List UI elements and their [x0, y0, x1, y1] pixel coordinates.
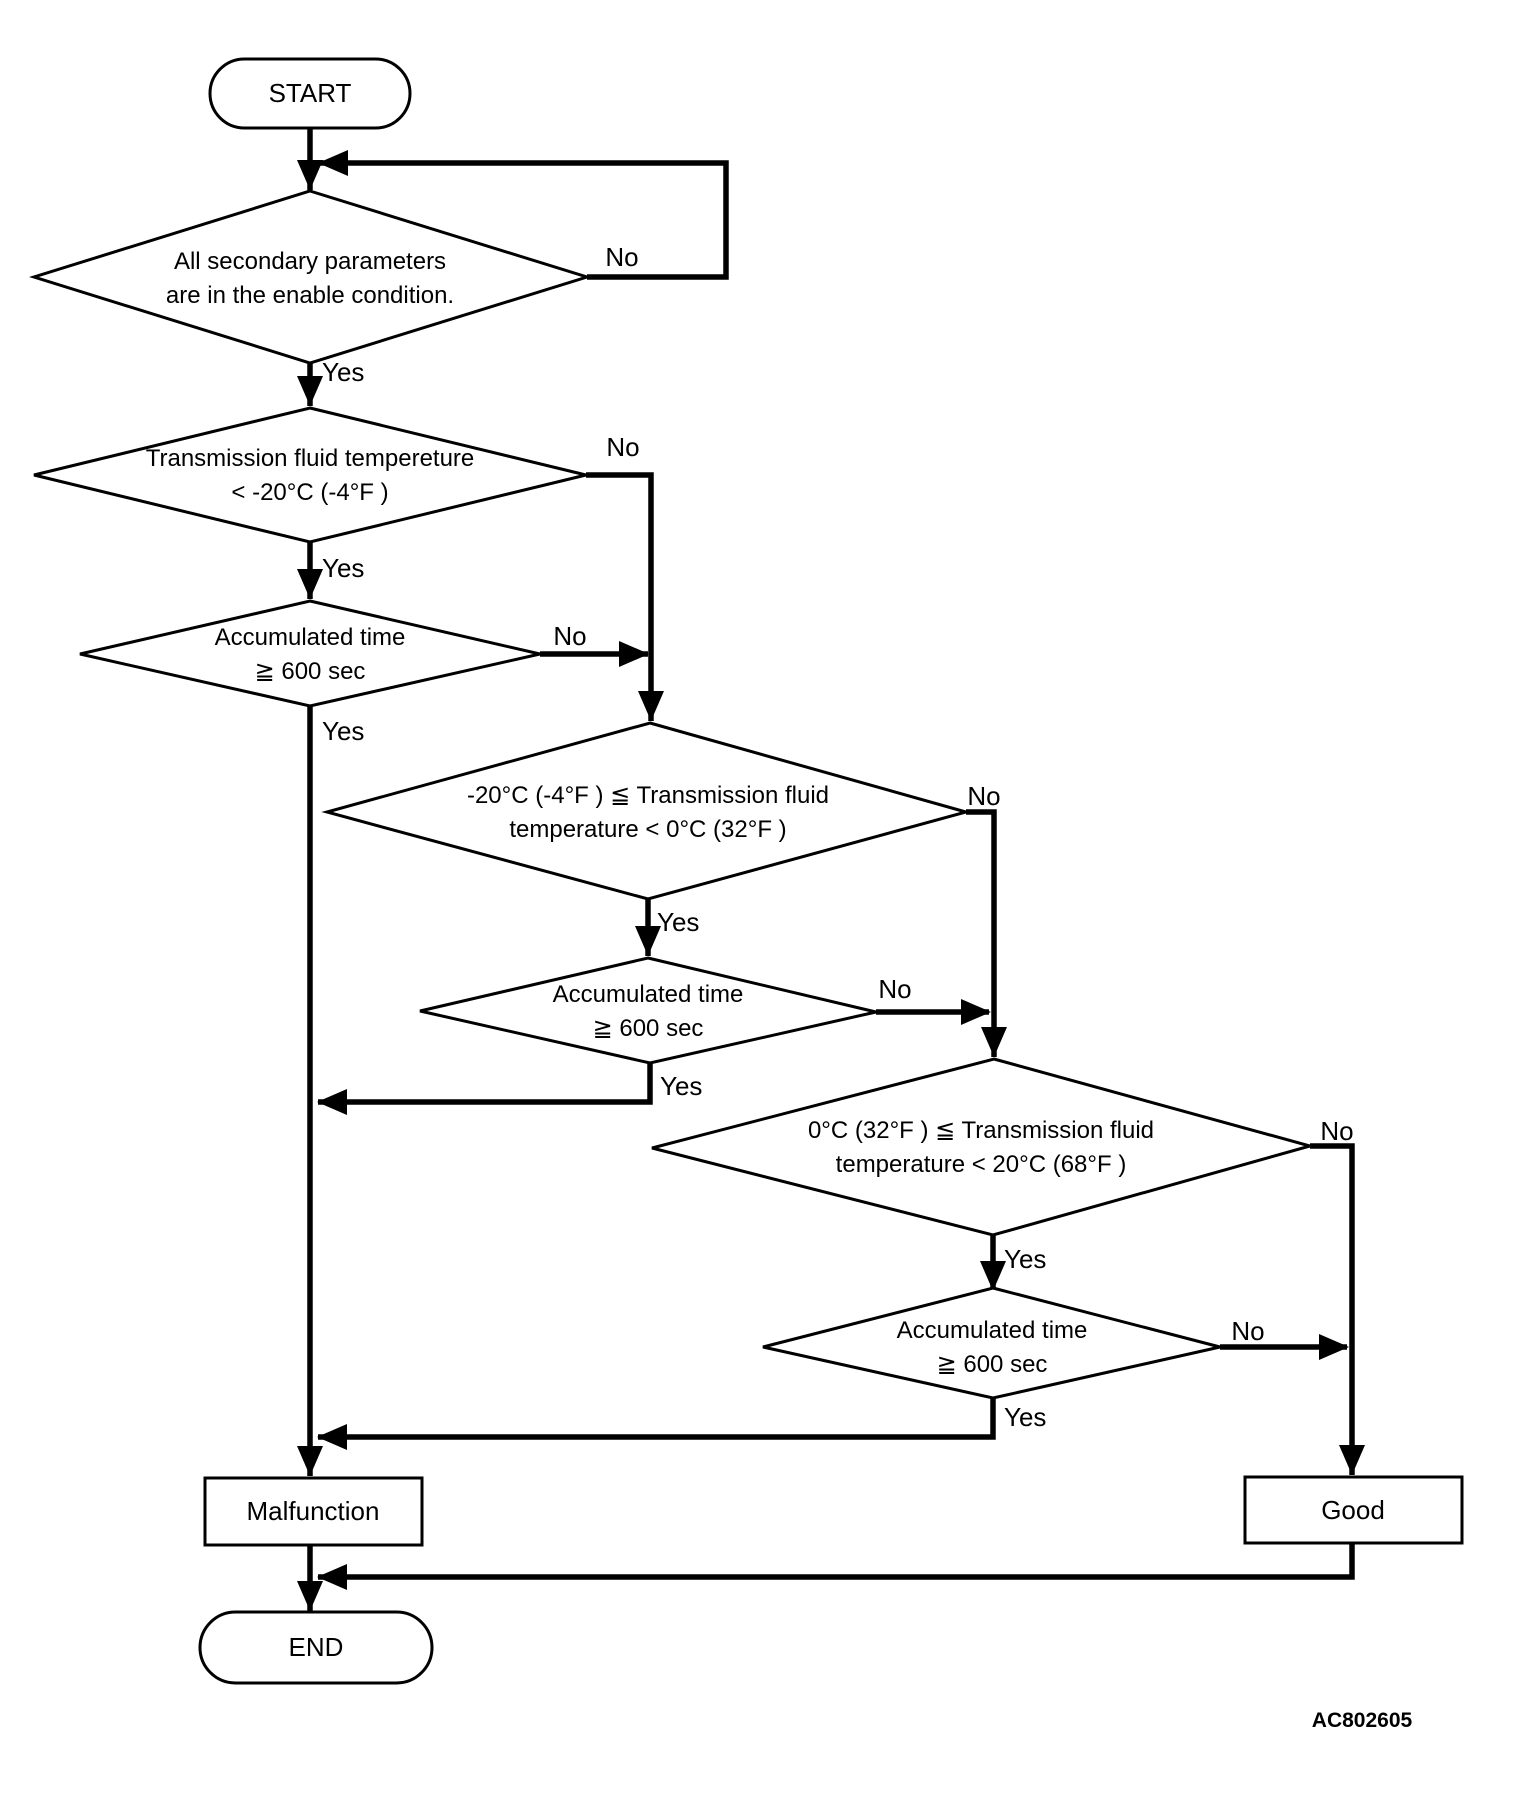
malfunction-label: Malfunction [247, 1496, 380, 1526]
arrowhead-into-malfunction-icon [297, 1446, 323, 1476]
edge-label-d2-yes: Yes [322, 553, 364, 583]
edge-label-d5-yes: Yes [660, 1071, 702, 1101]
decision-2-line-2: < -20°C (-4°F ) [231, 479, 388, 506]
decision-4-line-2: temperature < 0°C (32°F ) [509, 816, 786, 843]
connector-d6-no-to-good [1310, 1143, 1355, 1475]
decision-fluid-temp-minus20-to-0 [321, 721, 972, 901]
edge-label-d7-yes: Yes [1004, 1402, 1046, 1432]
good-label: Good [1321, 1495, 1385, 1525]
arrowhead-d7-no-icon [1319, 1334, 1349, 1360]
edge-label-d2-no: No [606, 432, 639, 462]
arrowhead-good-return-left-icon [317, 1564, 347, 1590]
decision-6-line-2: temperature < 20°C (68°F ) [836, 1151, 1127, 1178]
arrowhead-into-d6-icon [981, 1027, 1007, 1057]
edge-label-d6-yes: Yes [1004, 1244, 1046, 1274]
figure-id: AC802605 [1312, 1709, 1413, 1732]
decision-6-line-1: 0°C (32°F ) ≦ Transmission fluid [808, 1117, 1154, 1144]
arrowhead-into-d2-icon [297, 376, 323, 406]
arrowhead-into-d4-icon [638, 691, 664, 721]
edge-label-d7-no: No [1231, 1316, 1264, 1346]
decision-2-line-1: Transmission fluid tempereture [146, 445, 475, 472]
arrowhead-d7-yes-left-icon [317, 1424, 347, 1450]
good-box [1243, 1475, 1464, 1545]
edge-label-d3-no: No [553, 621, 586, 651]
arrowhead-into-d7-icon [980, 1261, 1006, 1291]
decision-accumulated-time-2 [419, 956, 877, 1065]
decision-accumulated-time-1 [79, 599, 541, 708]
decision-5-line-2: ≧ 600 sec [593, 1015, 704, 1042]
decision-accumulated-time-3 [762, 1286, 1221, 1400]
start-label: START [269, 78, 352, 108]
arrowhead-into-end-icon [297, 1581, 323, 1611]
decision-1-line-2: are in the enable condition. [166, 282, 454, 309]
end-label: END [289, 1632, 344, 1662]
end-node [198, 1610, 434, 1685]
arrowhead-d5-no-icon [961, 999, 991, 1025]
connector-good-to-end [318, 1543, 1355, 1580]
decision-3-line-2: ≧ 600 sec [255, 658, 366, 685]
decision-1-line-1: All secondary parameters [174, 248, 446, 275]
decision-fluid-temp-below-minus20 [33, 406, 587, 544]
decision-5-line-1: Accumulated time [553, 981, 744, 1008]
arrowhead-into-d5-icon [635, 926, 661, 956]
edge-label-d1-no: No [605, 242, 638, 272]
start-node [208, 57, 412, 130]
arrowhead-into-d3-icon [297, 569, 323, 599]
connector-d1-no-loop [320, 160, 729, 280]
decision-7-line-2: ≧ 600 sec [937, 1351, 1048, 1378]
edge-label-d5-no: No [878, 974, 911, 1004]
edge-label-d1-yes: Yes [322, 357, 364, 387]
decision-7-line-1: Accumulated time [897, 1317, 1088, 1344]
connector-d7-yes [318, 1398, 996, 1440]
malfunction-box [203, 1476, 424, 1547]
decision-fluid-temp-0-to-20 [651, 1057, 1316, 1237]
arrowhead-d3-no-icon [619, 641, 649, 667]
edge-label-d3-yes: Yes [322, 716, 364, 746]
decision-3-line-1: Accumulated time [215, 624, 406, 651]
connector-d5-yes [318, 1063, 653, 1105]
decision-secondary-parameters [28, 189, 593, 365]
edge-label-d4-no: No [967, 781, 1000, 811]
connector-d4-no [966, 809, 997, 1057]
arrowhead-d5-yes-left-icon [317, 1089, 347, 1115]
connector-d2-no [586, 472, 654, 721]
arrowhead-loop-left-icon [318, 150, 348, 176]
arrowhead-into-d1-icon [297, 160, 323, 190]
edge-label-d6-no: No [1320, 1116, 1353, 1146]
decision-4-line-1: -20°C (-4°F ) ≦ Transmission fluid [467, 782, 829, 809]
edge-label-d4-yes: Yes [657, 907, 699, 937]
arrowhead-into-good-icon [1339, 1445, 1365, 1475]
